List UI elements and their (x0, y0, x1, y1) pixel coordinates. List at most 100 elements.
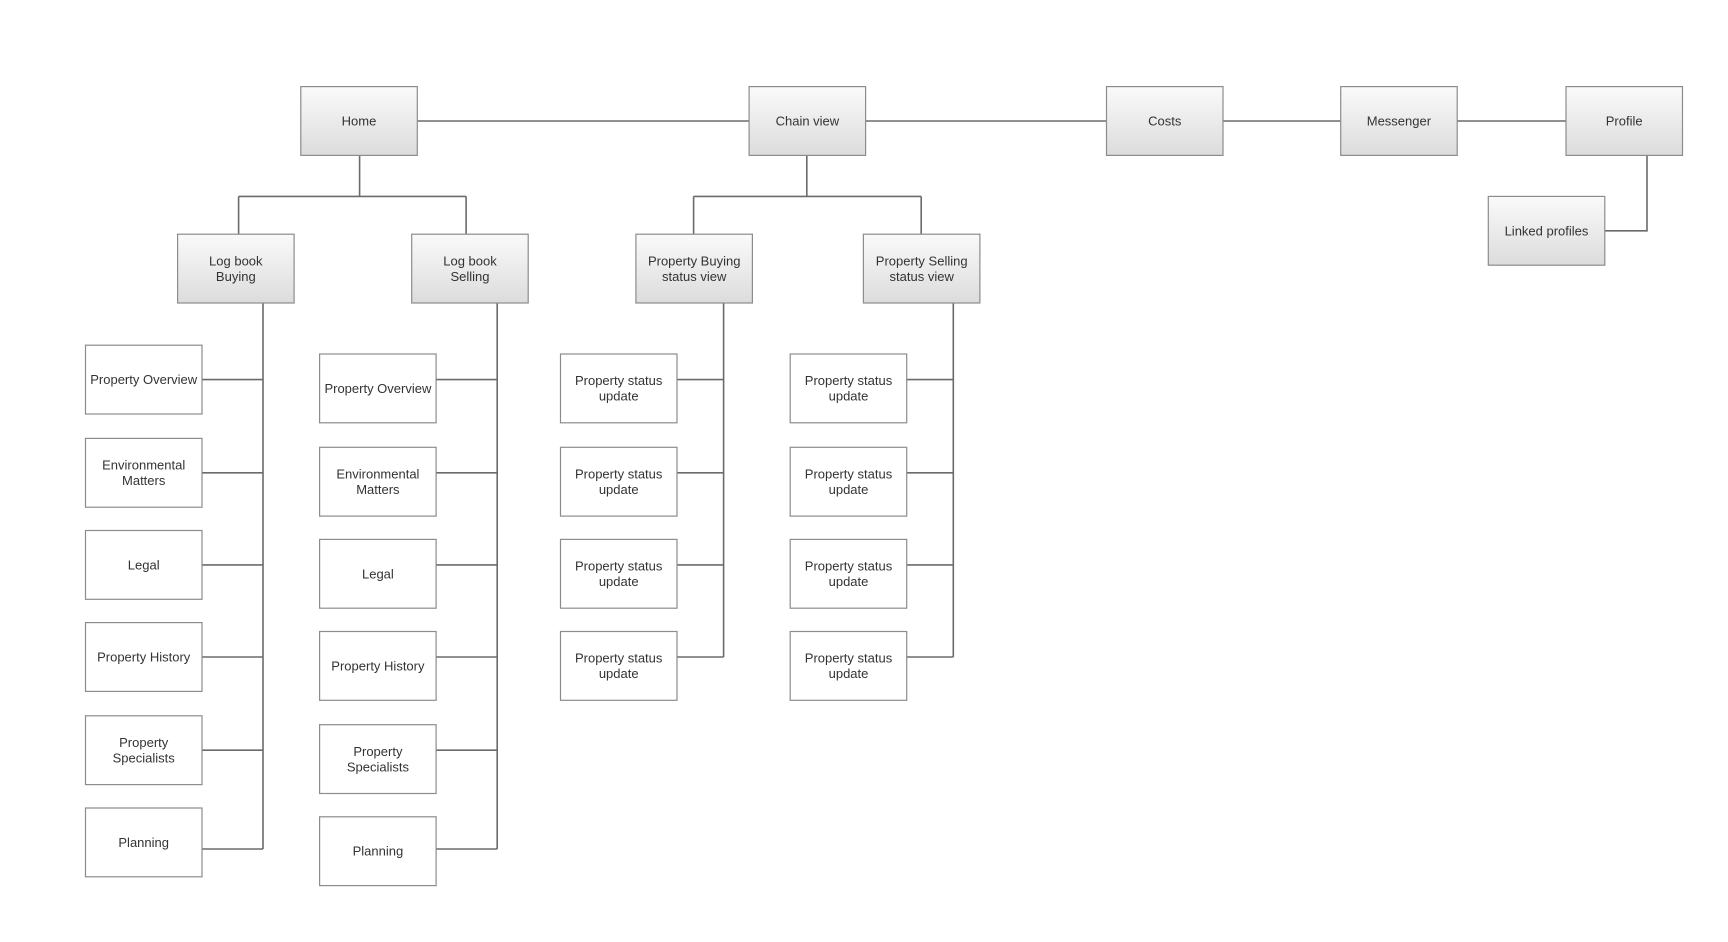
node-box (319, 816, 437, 887)
node-label: Profile (1606, 114, 1643, 129)
node-label: Property status (575, 651, 663, 666)
node-label: Property status (805, 559, 893, 574)
node-box (84, 529, 203, 600)
node-label: update (599, 574, 639, 589)
node-label: Property History (331, 658, 425, 673)
node-label: Property Selling (876, 253, 968, 268)
node-box (1105, 85, 1224, 157)
node-sell-planning: Planning (319, 816, 437, 887)
node-box (559, 446, 678, 517)
node-box (319, 353, 437, 424)
node-label: Specialists (113, 751, 176, 766)
node-buy-history: Property History (84, 621, 203, 692)
node-label: update (599, 666, 639, 681)
node-label: Property status (575, 559, 663, 574)
node-label: Property Buying (648, 253, 741, 268)
node-box (84, 621, 203, 692)
node-label: Property (119, 735, 169, 750)
node-label: update (829, 574, 869, 589)
node-label: Home (342, 114, 377, 129)
node-box (1565, 85, 1684, 157)
node-box (559, 353, 678, 424)
node-label: Property (353, 744, 403, 759)
node-label: Environmental (102, 458, 185, 473)
node-box (300, 85, 418, 157)
node-box (84, 715, 203, 786)
node-sell-legal: Legal (319, 538, 437, 609)
node-label: Legal (362, 566, 394, 581)
node-sell-overview: Property Overview (319, 353, 437, 424)
node-label: Property History (97, 650, 191, 665)
node-box (559, 630, 678, 701)
node-label: status view (890, 269, 955, 284)
node-box (84, 437, 203, 508)
node-box (789, 353, 908, 424)
connector-lines (202, 120, 1648, 850)
node-box (84, 807, 203, 878)
node-label: Property status (805, 466, 893, 481)
node-box (319, 630, 437, 701)
node-box (635, 233, 754, 304)
node-label: Planning (353, 844, 404, 859)
node-box (319, 724, 437, 795)
node-box (411, 233, 529, 304)
node-label: Property Overview (90, 372, 198, 387)
node-label: Legal (128, 557, 160, 572)
node-label: Chain view (776, 114, 840, 129)
node-buy-planning: Planning (84, 807, 203, 878)
node-buy-legal: Legal (84, 529, 203, 600)
node-label: update (829, 482, 869, 497)
node-sell-history: Property History (319, 630, 437, 701)
node-label: Matters (356, 482, 400, 497)
node-label: status view (662, 269, 727, 284)
node-box (748, 85, 867, 157)
node-messenger: Messenger (1340, 85, 1458, 157)
node-label: Property status (575, 466, 663, 481)
node-box (862, 233, 981, 304)
node-label: update (599, 482, 639, 497)
node-box (789, 630, 908, 701)
node-label: update (829, 389, 869, 404)
node-profile: Profile (1565, 85, 1684, 157)
node-label: Property status (575, 373, 663, 388)
node-box (789, 538, 908, 609)
node-label: Environmental (336, 466, 419, 481)
node-label: Costs (1148, 114, 1182, 129)
node-label: Selling (450, 269, 489, 284)
node-boxes: Home Chain view Costs Messenger ProfileLinke… (84, 85, 1684, 887)
node-chain-view: Chain view (748, 85, 867, 157)
node-label: Property status (805, 373, 893, 388)
node-label: Log book (209, 253, 263, 268)
node-label: Buying (216, 269, 256, 284)
node-label: update (829, 666, 869, 681)
node-label: Messenger (1367, 114, 1432, 129)
node-linked-profiles: Linked profiles (1487, 195, 1606, 266)
node-label: Property Overview (324, 381, 432, 396)
node-label: Property status (805, 651, 893, 666)
node-box (559, 538, 678, 609)
node-box (789, 446, 908, 517)
node-label: Linked profiles (1505, 223, 1589, 238)
node-buy-overview: Property Overview (84, 344, 203, 415)
node-costs: Costs (1105, 85, 1224, 157)
node-label: update (599, 389, 639, 404)
node-label: Planning (118, 835, 169, 850)
node-box (319, 538, 437, 609)
node-label: Matters (122, 473, 166, 488)
node-box (84, 344, 203, 415)
node-box (1487, 195, 1606, 266)
